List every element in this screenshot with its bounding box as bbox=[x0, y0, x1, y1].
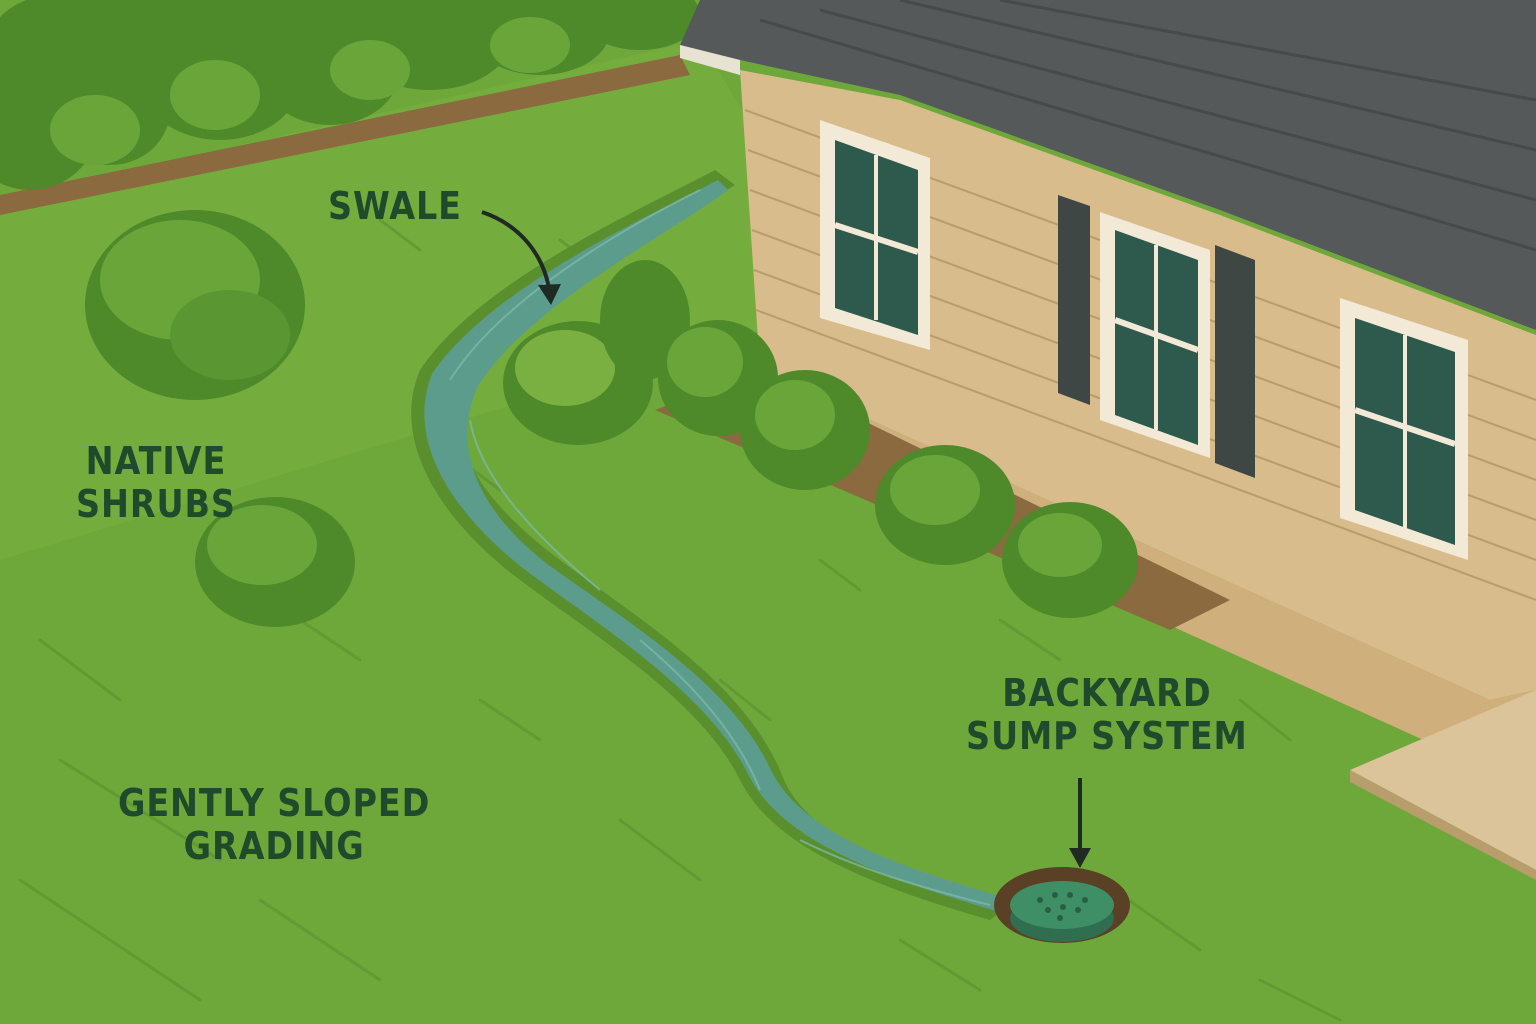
foundation-shrubs bbox=[503, 260, 1138, 618]
swale-bank bbox=[411, 170, 1010, 920]
sump-label-line-1: BACKYARD bbox=[1002, 671, 1212, 715]
background-hedge-highlights bbox=[50, 17, 570, 165]
window-middle bbox=[1058, 195, 1255, 478]
native-shrub-large bbox=[85, 210, 305, 400]
patio bbox=[1350, 690, 1536, 870]
swale-ripples bbox=[449, 189, 991, 906]
swale-arrowhead bbox=[538, 284, 561, 305]
roof bbox=[680, 0, 1536, 330]
native-shrubs-label-line-2: SHRUBS bbox=[76, 481, 236, 526]
swale-label: SWALE bbox=[328, 185, 462, 228]
native-shrub-small bbox=[195, 497, 355, 627]
gently-sloped-grading-label: GENTLY SLOPED GRADING bbox=[118, 782, 430, 868]
swale-arrow bbox=[481, 210, 552, 296]
back-hedge-bed bbox=[0, 55, 690, 215]
grading-label-line-2: GRADING bbox=[183, 823, 365, 868]
sump-arrowhead bbox=[1069, 848, 1091, 868]
gutter bbox=[680, 45, 740, 75]
sump-lid-holes bbox=[1037, 892, 1088, 921]
native-shrubs-label-line-1: NATIVE bbox=[85, 439, 227, 483]
sump-label-line-2: SUMP SYSTEM bbox=[966, 713, 1248, 758]
window-left bbox=[820, 120, 930, 350]
roof-shingle-lines bbox=[759, 0, 1536, 252]
swale-label-line: SWALE bbox=[328, 184, 462, 228]
patio-edge bbox=[1350, 770, 1536, 880]
window-right bbox=[1340, 298, 1468, 560]
native-shrubs-label: NATIVE SHRUBS bbox=[76, 440, 236, 526]
backyard-sump-system-label: BACKYARD SUMP SYSTEM bbox=[966, 672, 1248, 758]
sump-system bbox=[994, 867, 1130, 943]
grading-label-line-1: GENTLY SLOPED bbox=[118, 781, 431, 825]
